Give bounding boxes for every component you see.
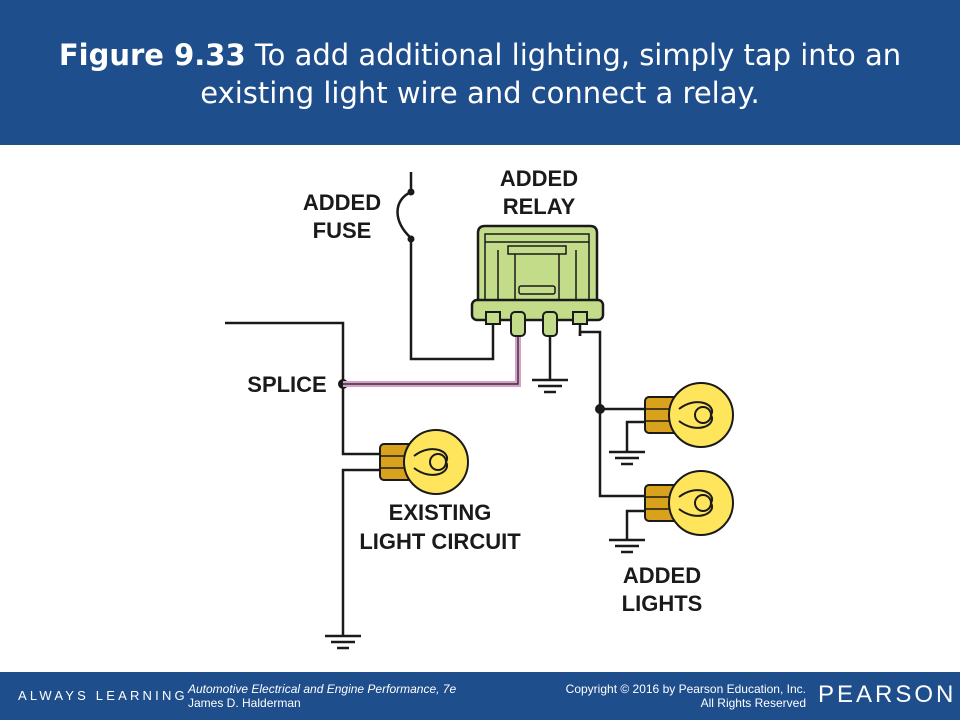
- rights-line: All Rights Reserved: [700, 696, 806, 710]
- ground-symbol-existing: [323, 634, 363, 650]
- label-splice: SPLICE: [247, 372, 326, 397]
- label-added-lights-1: ADDED: [623, 563, 701, 588]
- book-credit: Automotive Electrical and Engine Perform…: [188, 682, 456, 710]
- ground-symbol-light-1: [607, 450, 647, 466]
- pearson-logo: PEARSON: [818, 681, 957, 708]
- book-author: James D. Halderman: [188, 696, 301, 710]
- label-added-relay-1: ADDED: [500, 166, 578, 191]
- label-added-fuse-1: ADDED: [303, 190, 381, 215]
- label-existing-2: LIGHT CIRCUIT: [359, 529, 521, 554]
- label-added-lights-2: LIGHTS: [622, 591, 703, 616]
- existing-circuit-wiring: [225, 321, 380, 636]
- copyright-notice: Copyright © 2016 by Pearson Education, I…: [500, 682, 806, 710]
- title-bar: Figure 9.33 To add additional lighting, …: [0, 0, 960, 145]
- book-title: Automotive Electrical and Engine Perform…: [188, 682, 457, 696]
- always-learning-tagline: ALWAYS LEARNING: [18, 688, 188, 703]
- label-added-fuse-2: FUSE: [313, 218, 372, 243]
- ground-symbol-relay: [530, 378, 570, 394]
- relay-symbol: [470, 224, 605, 337]
- wiring-diagram: ADDED FUSE ADDED RELAY SPLICE EXISTING L…: [225, 166, 734, 650]
- added-bulb-2: [644, 470, 734, 536]
- added-bulb-1: [644, 382, 734, 448]
- footer-bar: ALWAYS LEARNING Automotive Electrical an…: [0, 672, 960, 720]
- slide-title: Figure 9.33 To add additional lighting, …: [40, 36, 920, 112]
- fuse-symbol: [396, 172, 495, 361]
- added-lights-wiring: [578, 330, 645, 540]
- ground-symbol-light-2: [607, 538, 647, 554]
- copyright-line: Copyright © 2016 by Pearson Education, I…: [565, 682, 806, 696]
- existing-bulb: [379, 429, 469, 495]
- figure-caption: To add additional lighting, simply tap i…: [200, 38, 902, 110]
- figure-label: Figure 9.33: [58, 38, 246, 72]
- label-added-relay-2: RELAY: [503, 194, 576, 219]
- label-existing-1: EXISTING: [389, 500, 492, 525]
